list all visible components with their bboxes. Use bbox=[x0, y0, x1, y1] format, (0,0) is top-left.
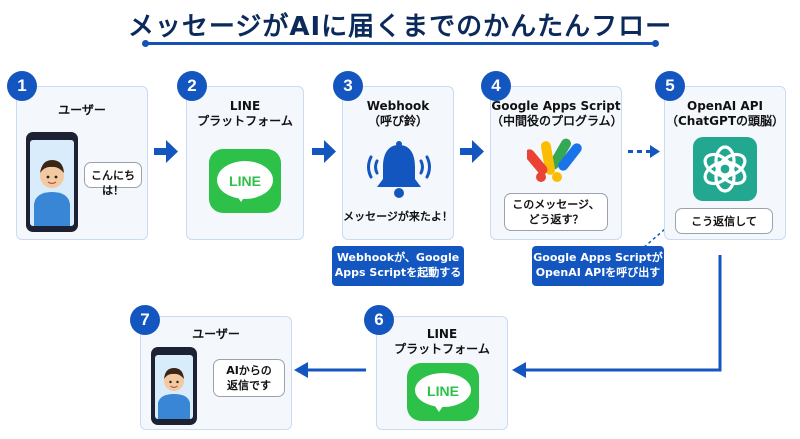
step-6-label-1: LINE bbox=[426, 327, 458, 341]
step-3-number: 3 bbox=[333, 71, 363, 101]
step-4-bubble-line-2: どう返す？ bbox=[528, 213, 584, 226]
arrow-6-to-7 bbox=[294, 362, 366, 378]
step-4-label-2: （中間役のプログラム） bbox=[491, 114, 623, 128]
google-apps-script-icon bbox=[527, 138, 582, 182]
step-3-label-2: （呼び鈴） bbox=[367, 114, 428, 128]
step-7-speech-bubble: AIからの 返信です bbox=[213, 359, 285, 397]
step-6-line: LINE プラットフォーム LINE bbox=[376, 316, 508, 430]
smartphone-icon bbox=[26, 132, 78, 232]
step-2-label-2: プラットフォーム bbox=[197, 114, 293, 128]
step-6-number: 6 bbox=[364, 305, 394, 335]
step-4-speech-bubble: このメッセージ、 どう返す？ bbox=[504, 193, 608, 231]
step-4-gas: Google Apps Script （中間役のプログラム） このメッセージ、 … bbox=[490, 86, 623, 240]
user-avatar-icon bbox=[158, 368, 190, 419]
step-3-webhook: Webhook （呼び鈴） メッセージが来たよ！ bbox=[342, 86, 454, 240]
note-gas-line-2: OpenAI APIを呼び出す bbox=[535, 266, 661, 279]
step-3-caption: メッセージが来たよ！ bbox=[343, 210, 453, 223]
step-4-bubble-line-1: このメッセージ、 bbox=[512, 198, 600, 211]
bell-icon bbox=[367, 141, 431, 198]
line-logo-text: LINE bbox=[229, 173, 261, 189]
step-2-line: LINE プラットフォーム LINE bbox=[186, 86, 304, 240]
arrow-5-to-6 bbox=[512, 255, 722, 378]
step-5-number: 5 bbox=[655, 71, 685, 101]
step-5-openai: OpenAI API （ChatGPTの頭脳） こう返信して bbox=[664, 86, 786, 240]
step-7-bubble-line-2: 返信です bbox=[227, 379, 271, 392]
step-3-label-1: Webhook bbox=[366, 99, 430, 113]
step-2-label-1: LINE bbox=[229, 99, 261, 113]
note-webhook-line-2: Apps Scriptを起動する bbox=[334, 266, 462, 279]
title-underline-dot bbox=[142, 40, 149, 47]
step-7-label: ユーザー bbox=[192, 327, 240, 341]
step-1-user: ユーザー こんにちは！ bbox=[16, 86, 148, 240]
openai-logo-icon bbox=[693, 137, 757, 201]
line-logo-text: LINE bbox=[427, 383, 459, 399]
step-1-number: 1 bbox=[7, 71, 37, 101]
title-underline bbox=[146, 42, 656, 45]
step-7-number: 7 bbox=[130, 305, 160, 335]
note-gas: Google Apps Scriptが OpenAI APIを呼び出す bbox=[532, 246, 664, 286]
step-6-label-2: プラットフォーム bbox=[394, 342, 490, 356]
note-webhook-line-1: Webhookが、Google bbox=[336, 251, 460, 264]
arrow-3-to-4 bbox=[460, 140, 484, 163]
step-7-user: ユーザー AIからの 返信です bbox=[140, 316, 292, 430]
step-5-speech-bubble: こう返信して bbox=[675, 208, 773, 234]
arrow-1-to-2 bbox=[154, 140, 178, 163]
step-4-number: 4 bbox=[481, 71, 511, 101]
line-logo-icon: LINE bbox=[407, 363, 479, 421]
smartphone-icon bbox=[151, 347, 197, 425]
note-webhook: Webhookが、Google Apps Scriptを起動する bbox=[332, 246, 464, 286]
arrow-2-to-3 bbox=[312, 140, 336, 163]
note-gas-line-1: Google Apps Scriptが bbox=[533, 251, 663, 264]
step-1-speech-bubble: こんにちは！ bbox=[84, 162, 142, 197]
step-5-label-2: （ChatGPTの頭脳） bbox=[665, 114, 784, 128]
step-5-label-1: OpenAI API bbox=[687, 99, 763, 113]
title-underline-dot bbox=[652, 40, 659, 47]
step-2-number: 2 bbox=[177, 71, 207, 101]
page-title: メッセージがAIに届くまでのかんたんフロー bbox=[127, 12, 673, 42]
arrow-4-to-5 bbox=[628, 145, 660, 158]
step-4-label-1: Google Apps Script bbox=[491, 99, 621, 113]
step-7-bubble-line-1: AIからの bbox=[226, 364, 272, 377]
user-avatar-icon bbox=[34, 160, 70, 226]
line-logo-icon: LINE bbox=[209, 149, 281, 213]
step-1-label: ユーザー bbox=[58, 103, 106, 117]
